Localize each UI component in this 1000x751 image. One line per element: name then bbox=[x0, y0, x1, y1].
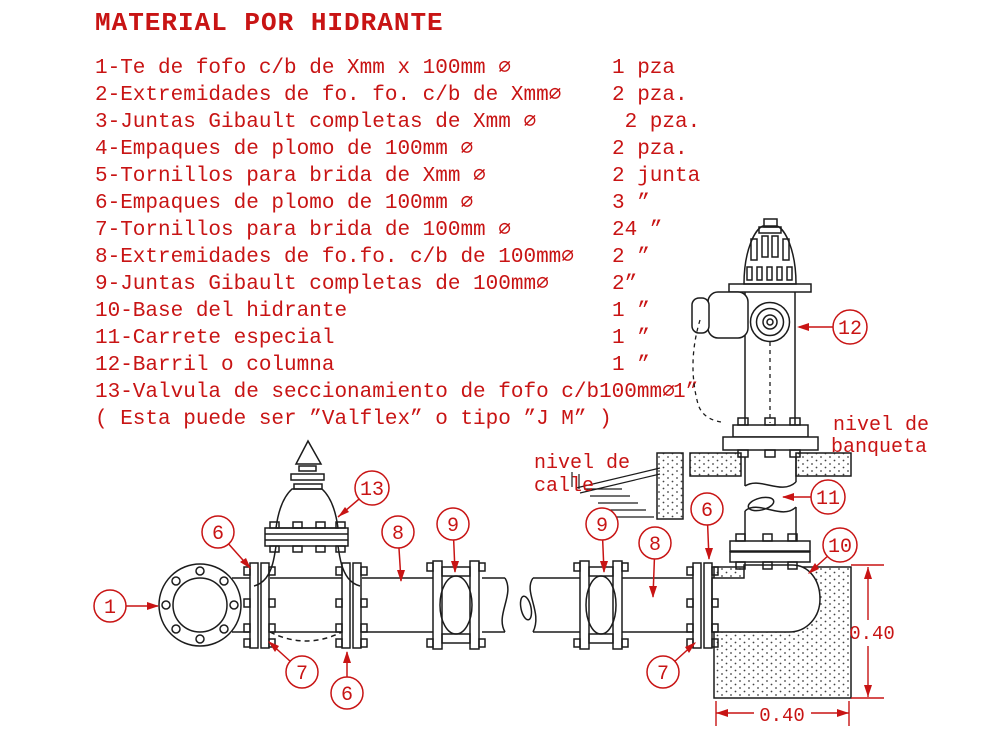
flange-joint-at-elbow bbox=[686, 562, 719, 649]
callout-7b: 7 bbox=[657, 663, 669, 686]
material-row-7: 7-Tornillos para brida de 100mm ∅ 24 ” bbox=[95, 217, 815, 244]
material-text: 9-Juntas Gibault completas de 100mm∅ bbox=[95, 273, 549, 296]
gibault-joint-2 bbox=[573, 560, 629, 650]
leader-arrowheads bbox=[147, 323, 819, 663]
hydrant-barrel bbox=[728, 283, 812, 425]
material-row-4: 4-Empaques de plomo de 100mm ∅ 2 pza. bbox=[95, 136, 815, 163]
material-row-6: 6-Empaques de plomo de 100mm ∅ 3 ” bbox=[95, 190, 815, 217]
material-text: 4-Empaques de plomo de 100mm ∅ bbox=[95, 138, 474, 161]
dimension-arrowheads bbox=[716, 567, 872, 717]
material-text: 12-Barril o columna bbox=[95, 354, 335, 377]
material-text: 11-Carrete especial bbox=[95, 327, 335, 350]
dimension-vertical-label: 0.40 bbox=[849, 623, 895, 645]
material-qty: 1 ” bbox=[612, 327, 650, 350]
callout-11: 11 bbox=[816, 488, 840, 511]
material-qty: 1 ” bbox=[612, 354, 650, 377]
material-row-13: 13-Valvula de seccionamiento de fofo c/b… bbox=[95, 379, 815, 406]
material-qty: 2” bbox=[612, 273, 638, 296]
material-qty: 1” bbox=[673, 381, 699, 404]
material-text: 2-Extremidades de fo. fo. c/b de Xmm∅ bbox=[95, 84, 562, 107]
material-row-9: 9-Juntas Gibault completas de 100mm∅ 2” bbox=[95, 271, 815, 298]
callout-6c: 6 bbox=[701, 500, 713, 523]
flange-joint-left bbox=[243, 562, 276, 649]
material-text: 6-Empaques de plomo de 100mm ∅ bbox=[95, 192, 474, 215]
material-row-12: 12-Barril o columna 1 ” bbox=[95, 352, 815, 379]
callout-12: 12 bbox=[838, 318, 862, 341]
linework bbox=[158, 218, 852, 699]
street-level-label-line2: calle bbox=[534, 475, 594, 498]
horizontal-pipe bbox=[232, 577, 693, 633]
elbow-top-flange bbox=[729, 533, 811, 570]
gate-valve bbox=[253, 439, 361, 642]
material-qty: 2 pza. bbox=[612, 84, 688, 107]
material-row-1: 1-Te de fofo c/b de Xmm x 100mm ∅ 1 pza bbox=[95, 55, 815, 82]
material-row-10: 10-Base del hidrante 1 ” bbox=[95, 298, 815, 325]
outlet-chain bbox=[692, 319, 722, 423]
callout-8b: 8 bbox=[649, 534, 661, 557]
hydrant-dome bbox=[743, 218, 797, 285]
material-text: 5-Tornillos para brida de Xmm ∅ bbox=[95, 165, 486, 188]
banqueta-level-label-line2: banqueta bbox=[831, 436, 927, 459]
material-qty: 1 pza bbox=[612, 57, 676, 80]
elbow-base bbox=[711, 564, 821, 633]
material-qty: 2 pza. bbox=[612, 111, 701, 134]
vertical-riser bbox=[744, 457, 797, 541]
material-qty: 2 pza. bbox=[612, 138, 688, 161]
flange-joint-right-of-valve bbox=[335, 562, 368, 649]
material-qty: 24 ” bbox=[612, 219, 663, 242]
materials-note: ( Esta puede ser ”Valflex” o tipo ”J M” … bbox=[95, 408, 612, 431]
hydrant-outlet bbox=[691, 291, 771, 423]
annotations: 0.40 0.40 nivel de banqueta nivel de cal… bbox=[93, 309, 929, 727]
material-text: 13-Valvula de seccionamiento de fofo c/b… bbox=[95, 381, 675, 404]
material-qty: 2 ” bbox=[612, 246, 650, 269]
material-text: 1-Te de fofo c/b de Xmm x 100mm ∅ bbox=[95, 57, 511, 80]
street-level-label-line1: nivel de bbox=[534, 452, 630, 475]
callout-9b: 9 bbox=[596, 515, 608, 538]
material-qty: 3 ” bbox=[612, 192, 650, 215]
sidewalk-slabs bbox=[656, 452, 852, 520]
material-text: 3-Juntas Gibault completas de Xmm ∅ bbox=[95, 111, 537, 134]
callout-circles bbox=[93, 309, 868, 710]
banqueta-level-label-line1: nivel de bbox=[833, 414, 929, 437]
material-qty: 1 ” bbox=[612, 300, 650, 323]
material-qty: 2 junta bbox=[612, 165, 701, 188]
material-row-11: 11-Carrete especial 1 ” bbox=[95, 325, 815, 352]
material-row-5: 5-Tornillos para brida de Xmm ∅ 2 junta bbox=[95, 163, 815, 190]
gibault-joint-1 bbox=[426, 560, 486, 650]
callout-8a: 8 bbox=[392, 523, 404, 546]
callout-1: 1 bbox=[104, 597, 116, 620]
hydrant-bottom-flange bbox=[722, 417, 819, 458]
callout-6b: 6 bbox=[341, 684, 353, 707]
callout-10: 10 bbox=[828, 536, 852, 559]
concrete-block bbox=[711, 564, 852, 699]
materials-list: 1-Te de fofo c/b de Xmm x 100mm ∅ 1 pza 2… bbox=[95, 55, 815, 433]
drawing-title: MATERIAL POR HIDRANTE bbox=[95, 8, 444, 38]
street-level-section bbox=[571, 467, 661, 518]
material-text: 7-Tornillos para brida de 100mm ∅ bbox=[95, 219, 511, 242]
dimension-horizontal-label: 0.40 bbox=[759, 705, 805, 727]
material-row-2: 2-Extremidades de fo. fo. c/b de Xmm∅ 2 p… bbox=[95, 82, 815, 109]
callout-9a: 9 bbox=[447, 515, 459, 538]
callout-numbers: 1 6 7 6 8 9 13 9 8 6 7 10 11 12 bbox=[104, 318, 862, 707]
material-row-8: 8-Extremidades de fo.fo. c/b de 100mm∅ 2 … bbox=[95, 244, 815, 271]
callout-13: 13 bbox=[360, 479, 384, 502]
callout-6a: 6 bbox=[212, 523, 224, 546]
callout-7a: 7 bbox=[296, 663, 308, 686]
tee-flange-face bbox=[158, 563, 242, 647]
material-row-3: 3-Juntas Gibault completas de Xmm ∅ 2 pz… bbox=[95, 109, 815, 136]
material-text: 10-Base del hidrante bbox=[95, 300, 348, 323]
material-text: 8-Extremidades de fo.fo. c/b de 100mm∅ bbox=[95, 246, 574, 269]
